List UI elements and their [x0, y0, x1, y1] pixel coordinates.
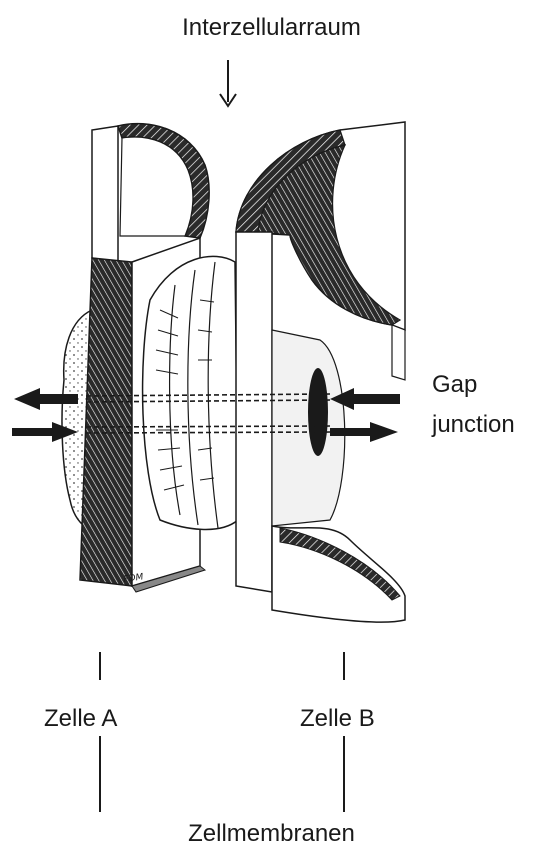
cell-b-membrane: [236, 122, 405, 622]
connexon-channels: [143, 256, 238, 529]
cell-label-ticks: [100, 652, 344, 812]
down-arrow-icon: [220, 60, 236, 106]
